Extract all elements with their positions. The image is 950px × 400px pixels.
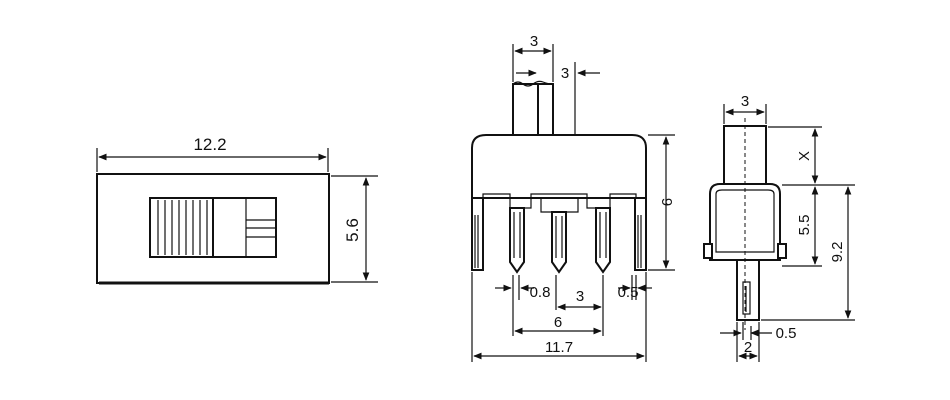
- end-pin: [736, 259, 760, 321]
- actuator-label: 3: [561, 65, 569, 82]
- width-label: 12.2: [193, 135, 226, 154]
- actuator: [512, 83, 539, 136]
- body-height-label: 9: [658, 198, 675, 206]
- slider-ridges: [157, 200, 208, 255]
- top-spacing-label: 3: [530, 33, 538, 50]
- end-body-outline: [709, 183, 781, 261]
- outer-pins-label: 6: [554, 314, 562, 331]
- side-body-outline: [471, 134, 647, 199]
- pin-pitch-label: 3: [576, 288, 584, 305]
- actuator-width-label: 3: [741, 93, 749, 110]
- pin-left: [509, 207, 525, 274]
- end-pin-width-label: 2: [744, 339, 752, 356]
- slider-knob: [149, 197, 214, 258]
- pin-center: [551, 211, 567, 274]
- total-label: 9.2: [829, 242, 846, 263]
- side-view: 3 3 9 0.8 3 0.5 6 11.7: [471, 33, 675, 362]
- height-label: 5.6: [343, 218, 362, 242]
- pin-width-label: 0.8: [530, 284, 551, 301]
- end-pin-label: 0.5: [618, 284, 639, 301]
- overall-width-label: 11.7: [545, 339, 573, 356]
- pin-right: [595, 207, 611, 274]
- end-view: 3 X 5.5 9.2 0.5 2: [703, 93, 855, 362]
- front-view: 12.2 5.6: [96, 135, 378, 285]
- body-label: 5.5: [796, 215, 813, 236]
- pin-thickness-label: 0.5: [776, 325, 797, 342]
- x-label: X: [796, 151, 813, 161]
